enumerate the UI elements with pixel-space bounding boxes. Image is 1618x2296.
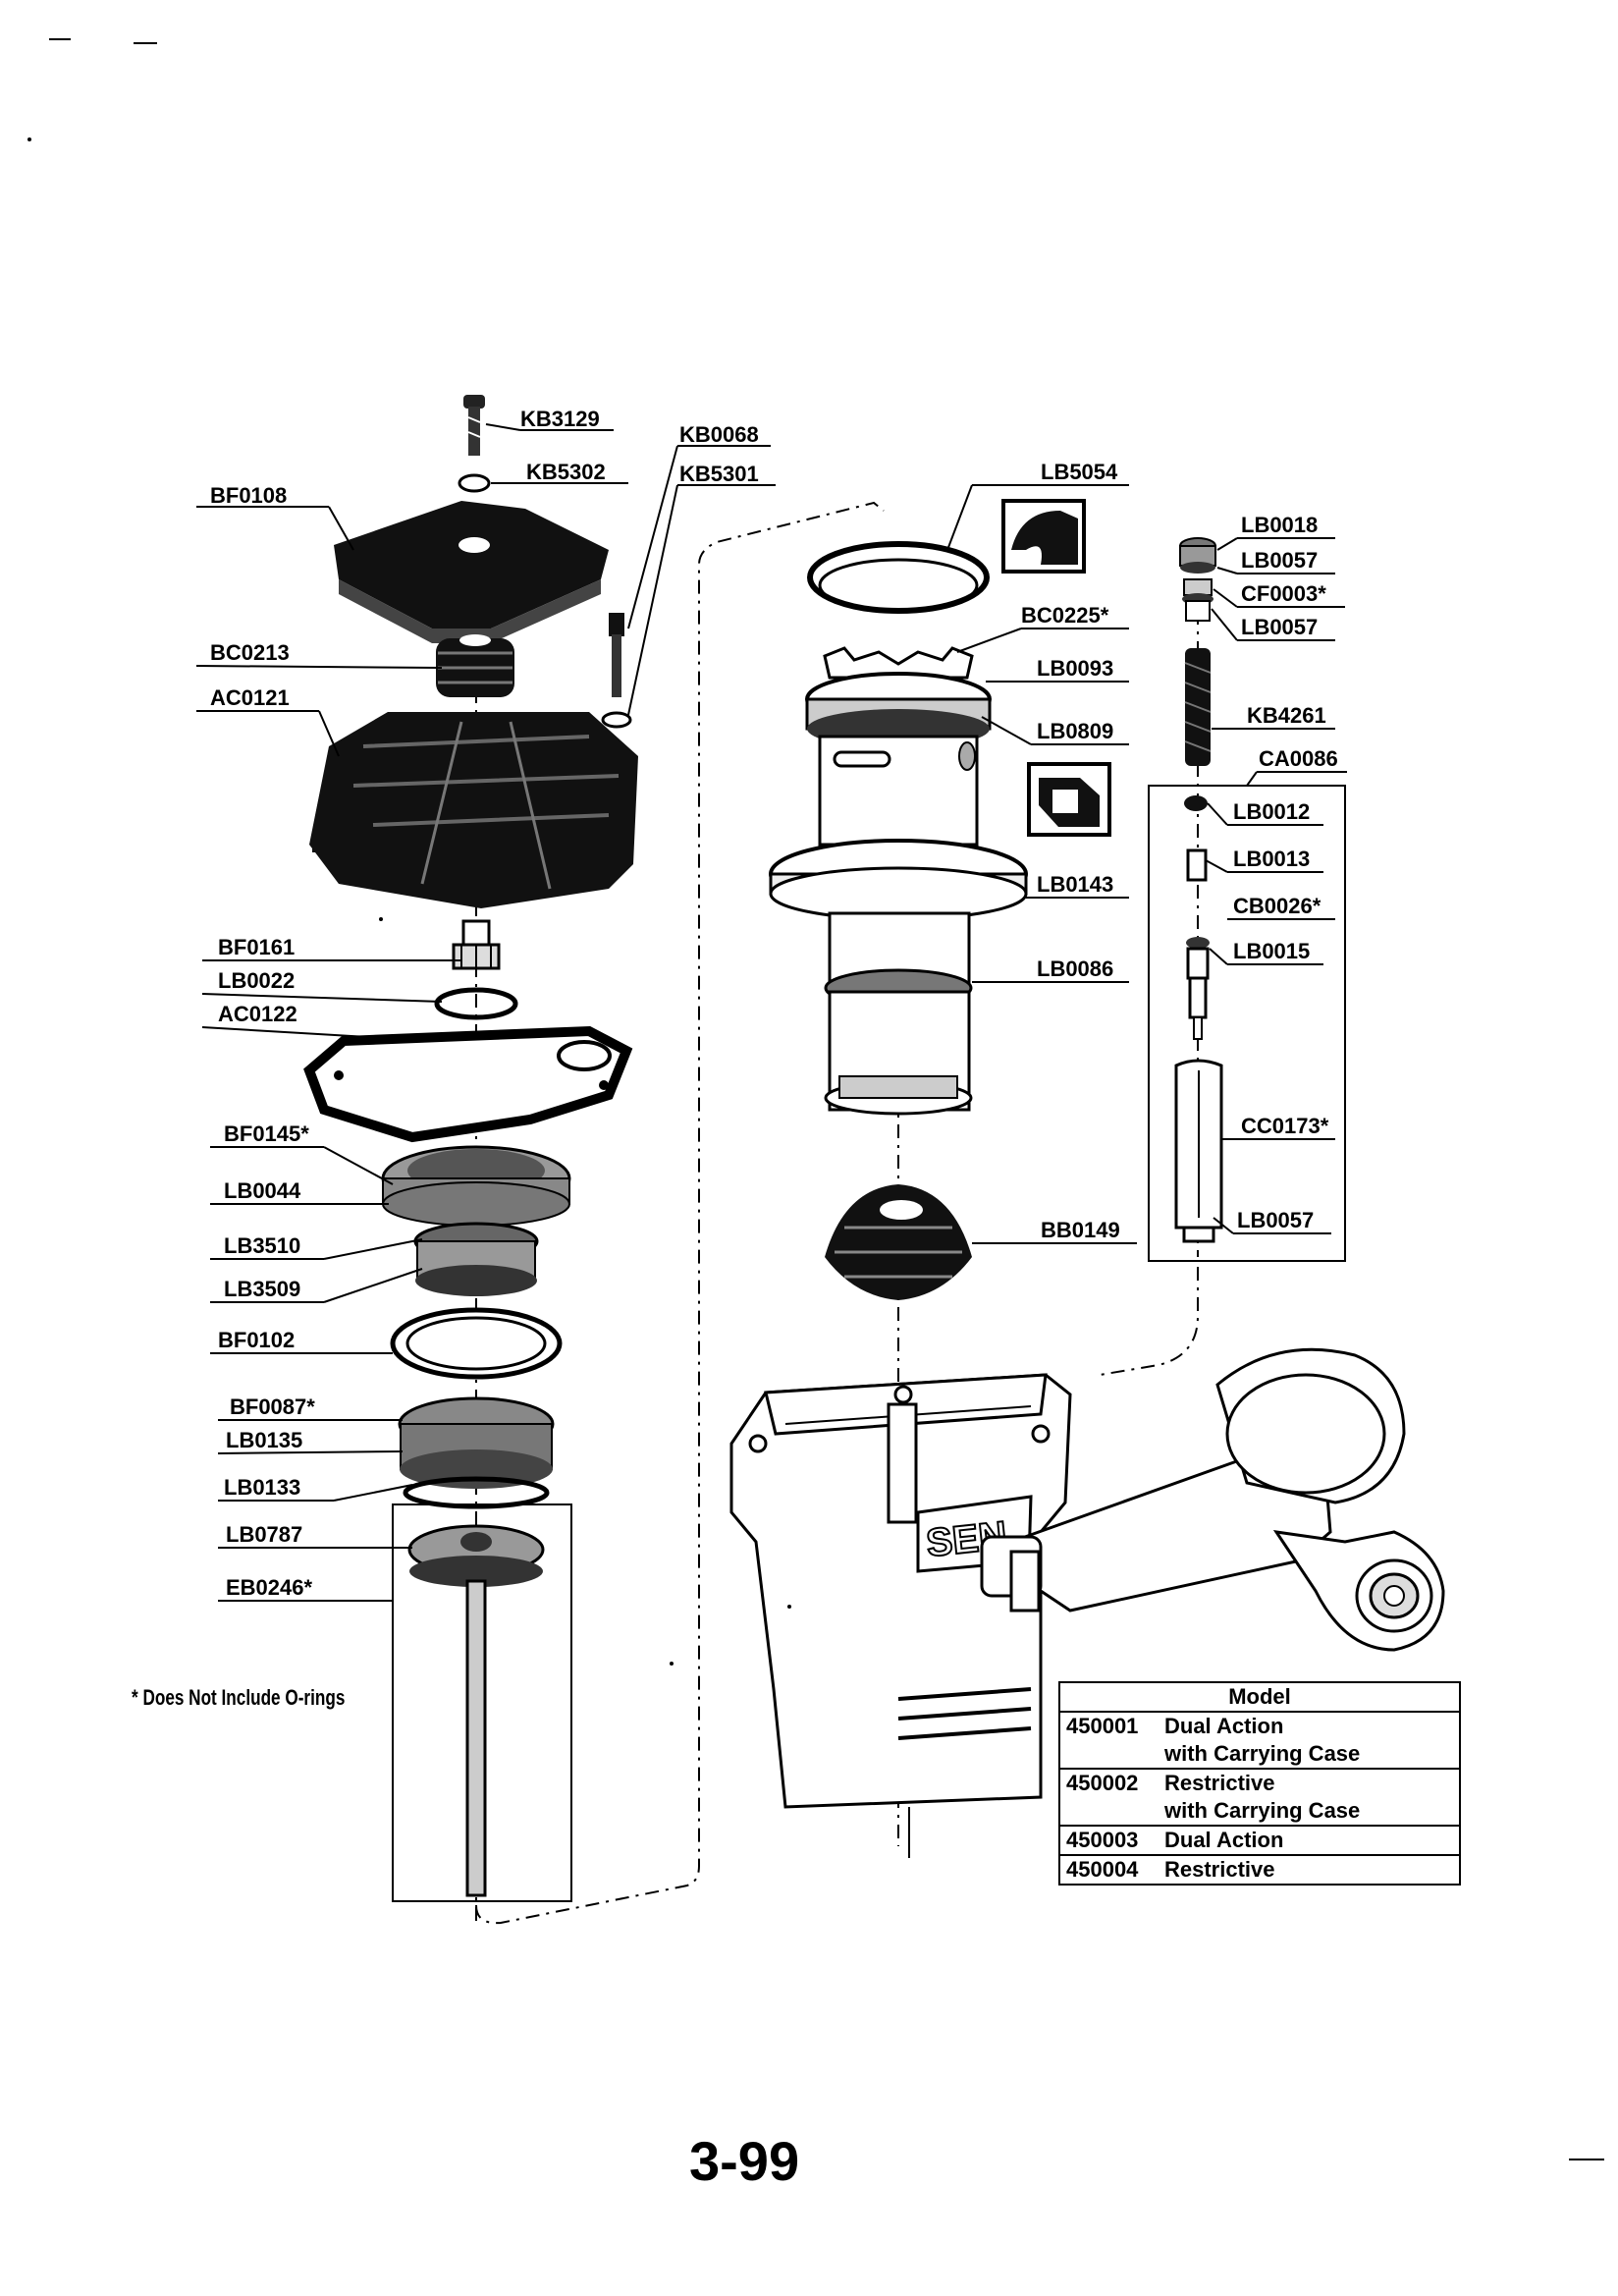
label-lb0015: LB0015	[1233, 939, 1310, 963]
oring-section-inset-1	[1001, 499, 1086, 574]
kb4261-spring	[1184, 648, 1212, 766]
label-cf0003: CF0003*	[1241, 581, 1326, 606]
lb0022-oring	[434, 987, 518, 1020]
label-bf0161: BF0161	[218, 935, 295, 959]
model-table-row: 450001 Dual Action with Carrying Case	[1059, 1712, 1460, 1770]
label-eb0246: EB0246*	[226, 1575, 313, 1600]
label-lb0057-c: LB0057	[1237, 1208, 1314, 1232]
model-table: Model 450001 Dual Action with Carrying C…	[1058, 1681, 1461, 1886]
eb0246-piston-driver	[407, 1524, 545, 1897]
kb3129-screw	[463, 395, 485, 456]
bc0213-spring	[436, 634, 514, 697]
label-kb5302: KB5302	[526, 460, 606, 484]
main-housing: SEN	[729, 1347, 1445, 1809]
model-table-header: Model	[1059, 1682, 1460, 1713]
bf0087-valve-body	[398, 1396, 555, 1509]
model-code: 450004	[1059, 1855, 1159, 1886]
label-kb3129: KB3129	[520, 407, 600, 431]
model-code: 450001	[1059, 1712, 1159, 1770]
label-lb5054: LB5054	[1041, 460, 1118, 484]
model-description: Dual Action	[1159, 1826, 1460, 1856]
label-bc0225: BC0225*	[1021, 603, 1109, 628]
model-table-row: 450003 Dual Action	[1059, 1826, 1460, 1856]
label-lb3510: LB3510	[224, 1233, 300, 1258]
model-description: Restrictive	[1159, 1855, 1460, 1886]
lb0013-part	[1186, 848, 1208, 882]
ac0121-cylinder-head	[309, 712, 638, 908]
lb3510-lb3509-valve	[413, 1222, 539, 1296]
model-description: Dual Action with Carrying Case	[1159, 1712, 1460, 1770]
label-ac0122: AC0122	[218, 1002, 297, 1026]
model-table-header-row: Model	[1059, 1682, 1460, 1713]
label-lb0809: LB0809	[1037, 719, 1113, 743]
bb0149-bumper	[825, 1184, 972, 1300]
label-cb0026: CB0026*	[1233, 894, 1321, 918]
label-lb0135: LB0135	[226, 1428, 302, 1452]
kb5301-washer	[601, 711, 632, 729]
scan-marks	[27, 38, 157, 141]
label-lb0022: LB0022	[218, 968, 295, 993]
label-bf0145: BF0145*	[224, 1121, 309, 1146]
label-lb0018: LB0018	[1241, 513, 1318, 537]
bf0161-nozzle	[452, 919, 501, 970]
bf0102-ring	[390, 1307, 563, 1380]
page-number: 3-99	[689, 2130, 800, 2192]
label-bc0213: BC0213	[210, 640, 290, 665]
model-description-line: with Carrying Case	[1164, 1798, 1361, 1823]
kb0068-bolt	[609, 613, 624, 697]
ac0122-gasket	[303, 1025, 633, 1143]
lb5054-oring	[807, 541, 990, 614]
cc0173-sleeve	[1174, 1059, 1223, 1243]
lb0018-cap	[1179, 537, 1216, 622]
label-lb0057-a: LB0057	[1241, 548, 1318, 573]
label-ac0121: AC0121	[210, 685, 290, 710]
model-description-line: with Carrying Case	[1164, 1741, 1361, 1766]
bf0108-cap	[334, 501, 609, 643]
label-bf0102: BF0102	[218, 1328, 295, 1352]
edge-mark	[1569, 2159, 1604, 2160]
model-code: 450002	[1059, 1769, 1159, 1827]
label-kb4261: KB4261	[1247, 703, 1326, 728]
label-cc0173: CC0173*	[1241, 1114, 1329, 1138]
label-lb0057-b: LB0057	[1241, 615, 1318, 639]
label-lb3509: LB3509	[224, 1277, 300, 1301]
bf0145-piston-cap	[381, 1145, 571, 1227]
label-bb0149: BB0149	[1041, 1218, 1120, 1242]
footnote: * Does Not Include O-rings	[132, 1685, 346, 1710]
label-kb0068: KB0068	[679, 422, 759, 447]
model-description-line: Dual Action	[1164, 1714, 1284, 1738]
model-table-row: 450004 Restrictive	[1059, 1855, 1460, 1886]
label-lb0133: LB0133	[224, 1475, 300, 1500]
label-kb5301: KB5301	[679, 462, 759, 486]
lb0015-part	[1186, 937, 1210, 1040]
label-ca0086: CA0086	[1259, 746, 1338, 771]
label-lb0012: LB0012	[1233, 799, 1310, 824]
model-code: 450003	[1059, 1826, 1159, 1856]
label-lb0093: LB0093	[1037, 656, 1113, 681]
model-description-line: Restrictive	[1164, 1771, 1275, 1795]
label-bf0087: BF0087*	[230, 1394, 315, 1419]
model-table-row: 450002 Restrictive with Carrying Case	[1059, 1769, 1460, 1827]
model-description: Restrictive with Carrying Case	[1159, 1769, 1460, 1827]
label-bf0108: BF0108	[210, 483, 287, 508]
label-lb0143: LB0143	[1037, 872, 1113, 897]
lb0093-cylinder	[769, 646, 1028, 1116]
eb0246-box	[392, 1503, 572, 1902]
label-lb0013: LB0013	[1233, 847, 1310, 871]
label-lb0086: LB0086	[1037, 957, 1113, 981]
lb0012-part	[1184, 795, 1208, 811]
kb5302-washer	[458, 473, 491, 493]
label-lb0787: LB0787	[226, 1522, 302, 1547]
label-lb0044: LB0044	[224, 1178, 301, 1203]
oring-section-inset-2	[1027, 762, 1111, 837]
label-group: KB3129 KB0068 KB5302 KB5301 BF0108 BC021…	[195, 407, 1347, 1602]
assembly-path-right	[1099, 1267, 1199, 1376]
